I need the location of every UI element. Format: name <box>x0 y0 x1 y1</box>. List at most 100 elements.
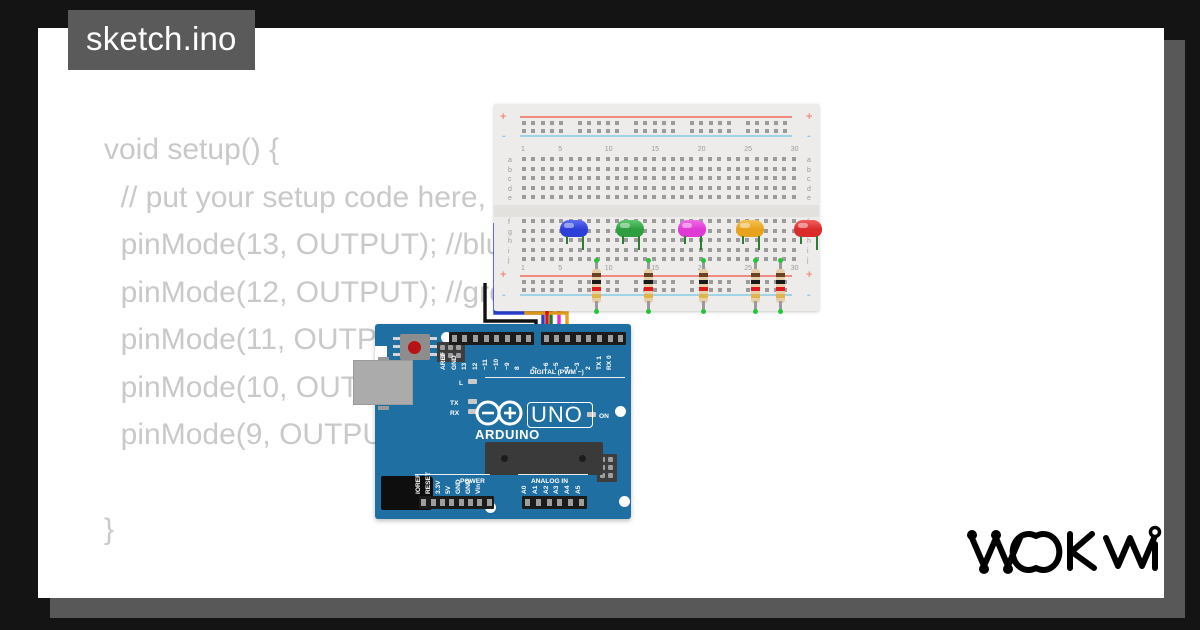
breadboard-hole[interactable] <box>577 247 582 252</box>
breadboard-hole[interactable] <box>605 219 610 223</box>
breadboard-hole[interactable] <box>754 185 759 190</box>
header-socket[interactable] <box>596 335 602 342</box>
breadboard-hole[interactable] <box>633 157 638 161</box>
breadboard-hole[interactable] <box>763 247 768 252</box>
breadboard-hole[interactable] <box>624 157 629 161</box>
breadboard-hole[interactable] <box>791 257 796 262</box>
breadboard-hole[interactable] <box>698 185 703 190</box>
breadboard-hole[interactable] <box>717 157 722 161</box>
breadboard-hole[interactable] <box>735 219 740 223</box>
breadboard-hole[interactable] <box>680 185 685 190</box>
breadboard-hole[interactable] <box>605 176 610 181</box>
breadboard-hole[interactable] <box>540 195 545 200</box>
resistor[interactable] <box>592 258 601 314</box>
breadboard-hole[interactable] <box>522 185 526 190</box>
breadboard-hole[interactable] <box>763 176 768 181</box>
header-socket[interactable] <box>618 335 624 342</box>
breadboard-hole[interactable] <box>661 238 666 243</box>
breadboard-hole[interactable] <box>689 157 694 161</box>
breadboard-hole[interactable] <box>624 238 629 243</box>
breadboard-hole[interactable] <box>549 238 554 243</box>
breadboard-hole[interactable] <box>661 195 666 200</box>
breadboard-hole[interactable] <box>568 157 573 161</box>
header-socket[interactable] <box>451 335 457 342</box>
header-socket[interactable] <box>486 499 492 506</box>
breadboard-hole[interactable] <box>568 185 573 190</box>
breadboard-hole[interactable] <box>735 257 740 262</box>
breadboard-hole[interactable] <box>791 195 796 200</box>
breadboard-hole[interactable] <box>717 166 722 171</box>
breadboard-hole[interactable] <box>689 195 694 200</box>
breadboard-hole[interactable] <box>717 247 722 252</box>
breadboard-hole[interactable] <box>708 176 712 181</box>
breadboard-hole[interactable] <box>615 257 619 262</box>
breadboard-hole[interactable] <box>531 247 536 252</box>
breadboard-hole[interactable] <box>735 157 740 161</box>
breadboard-hole[interactable] <box>735 166 740 171</box>
breadboard-hole[interactable] <box>652 228 657 233</box>
breadboard-hole[interactable] <box>763 219 768 223</box>
breadboard-hole[interactable] <box>596 176 601 181</box>
breadboard-hole[interactable] <box>642 157 647 161</box>
power-header[interactable] <box>419 496 494 509</box>
header-socket[interactable] <box>430 499 436 506</box>
breadboard-hole[interactable] <box>745 166 750 171</box>
breadboard-hole[interactable] <box>652 195 657 200</box>
breadboard-hole[interactable] <box>624 247 629 252</box>
breadboard-hole[interactable] <box>549 247 554 252</box>
header-socket[interactable] <box>504 335 510 342</box>
breadboard-hole[interactable] <box>754 247 759 252</box>
breadboard-hole[interactable] <box>680 247 685 252</box>
breadboard-hole[interactable] <box>782 185 787 190</box>
breadboard-hole[interactable] <box>773 238 778 243</box>
breadboard-hole[interactable] <box>540 185 545 190</box>
breadboard-hole[interactable] <box>642 228 647 233</box>
breadboard-hole[interactable] <box>568 238 573 243</box>
analog-header[interactable] <box>522 496 587 509</box>
breadboard-hole[interactable] <box>587 195 592 200</box>
breadboard-hole[interactable] <box>652 166 657 171</box>
breadboard-hole[interactable] <box>522 247 526 252</box>
breadboard-hole[interactable] <box>782 166 787 171</box>
breadboard-hole[interactable] <box>652 247 657 252</box>
breadboard-hole[interactable] <box>596 219 601 223</box>
header-socket[interactable] <box>546 499 552 506</box>
breadboard-hole[interactable] <box>661 257 666 262</box>
breadboard-hole[interactable] <box>568 195 573 200</box>
breadboard-hole[interactable] <box>633 247 638 252</box>
breadboard-hole[interactable] <box>791 228 796 233</box>
breadboard-hole[interactable] <box>642 238 647 243</box>
breadboard-hole[interactable] <box>587 228 592 233</box>
breadboard-hole[interactable] <box>540 219 545 223</box>
breadboard-hole[interactable] <box>726 195 731 200</box>
header-socket[interactable] <box>468 499 474 506</box>
breadboard-hole[interactable] <box>559 166 564 171</box>
breadboard-hole[interactable] <box>549 195 554 200</box>
breadboard-hole[interactable] <box>708 157 712 161</box>
breadboard-hole[interactable] <box>605 238 610 243</box>
breadboard-hole[interactable] <box>633 166 638 171</box>
breadboard-hole[interactable] <box>596 247 601 252</box>
header-socket[interactable] <box>554 335 560 342</box>
breadboard-hole[interactable] <box>773 166 778 171</box>
breadboard-hole[interactable] <box>633 185 638 190</box>
breadboard-hole[interactable] <box>522 157 526 161</box>
breadboard-hole[interactable] <box>782 228 787 233</box>
resistor[interactable] <box>751 258 760 314</box>
breadboard-hole[interactable] <box>540 176 545 181</box>
breadboard-hole[interactable] <box>596 228 601 233</box>
resistor[interactable] <box>776 258 785 314</box>
breadboard-hole[interactable] <box>717 176 722 181</box>
breadboard-hole[interactable] <box>726 157 731 161</box>
breadboard-hole[interactable] <box>531 185 536 190</box>
header-socket[interactable] <box>543 335 549 342</box>
breadboard-hole[interactable] <box>661 219 666 223</box>
breadboard-hole[interactable] <box>587 166 592 171</box>
breadboard-hole[interactable] <box>540 228 545 233</box>
led-magenta[interactable] <box>678 220 706 237</box>
breadboard-hole[interactable] <box>540 238 545 243</box>
breadboard-hole[interactable] <box>587 157 592 161</box>
breadboard-hole[interactable] <box>587 247 592 252</box>
breadboard-hole[interactable] <box>708 195 712 200</box>
breadboard-hole[interactable] <box>549 228 554 233</box>
